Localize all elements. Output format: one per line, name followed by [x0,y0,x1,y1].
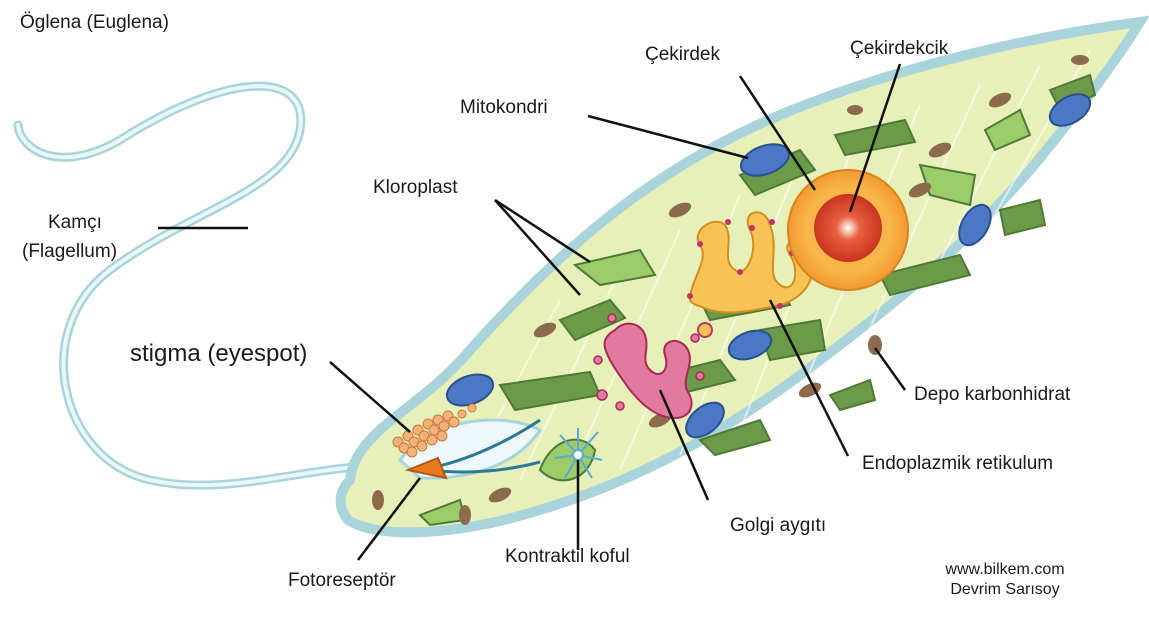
golgi-vesicles [593,313,705,411]
credit-site: www.bilkem.com [945,561,1065,578]
label-nucleolus: Çekirdekcik [850,38,949,59]
credit-author: Devrim Sarısoy [950,581,1060,598]
label-flagellum-latin: (Flagellum) [22,241,118,262]
label-mitochondria: Mitokondri [460,97,548,118]
pointer-lines [158,63,907,561]
credit-block: www.bilkem.com Devrim Sarısoy [920,560,1090,600]
mitochondria-group [445,93,1092,439]
mitochondrion [1048,93,1092,127]
golgi-apparatus [603,322,693,420]
label-photoreceptor: Fotoreseptör [288,570,396,591]
flagellum-root [429,418,541,470]
mitochondrion [958,203,992,247]
mitochondrion [685,401,725,439]
label-chloroplast: Kloroplast [373,177,458,198]
label-flagellum: Kamçı [48,212,102,233]
label-endoplasmic-reticulum: Endoplazmik retikulum [862,453,1054,474]
mitochondrion [727,329,773,361]
stigma-granules [392,403,477,458]
label-contractile-vacuole: Kontraktil koful [505,546,630,567]
mitochondrion [445,373,495,407]
label-golgi: Golgi aygıtı [730,515,827,536]
label-storage-carbohydrate: Depo karbonhidrat [914,384,1071,405]
nucleolus [814,194,882,262]
diagram-title: Öglena (Euglena) [20,12,169,33]
photoreceptor [404,456,448,480]
label-stigma: stigma (eyespot) [130,340,308,367]
label-nucleus: Çekirdek [645,44,720,65]
er-vesicle [697,322,713,338]
